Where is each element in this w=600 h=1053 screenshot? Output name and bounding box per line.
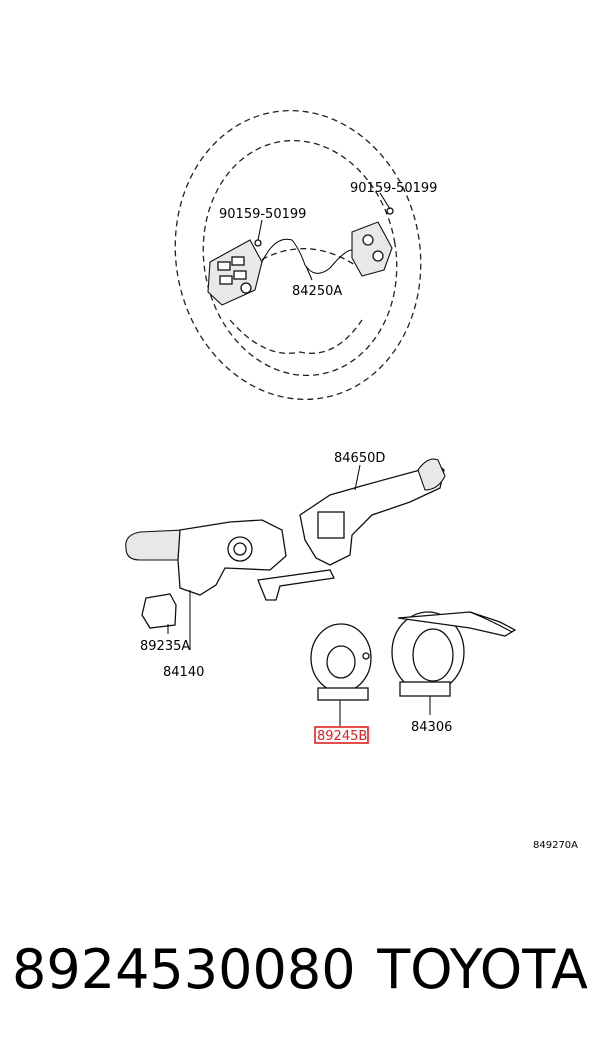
wiper-switch-illustration (257, 458, 446, 601)
turn-switch-illustration (125, 519, 287, 650)
steering-wheel-illustration (174, 109, 422, 401)
spiral-cable-illustration (391, 611, 517, 715)
label-spiral-cable: 84306 (411, 720, 452, 735)
steering-sensor-illustration (310, 623, 372, 726)
label-sensor: 89245B (317, 729, 367, 744)
label-bolt-left: 90159-50199 (219, 207, 306, 222)
brand-name: TOYOTA (377, 938, 588, 1001)
label-bolt-right: 90159-50199 (350, 181, 437, 196)
highlight-box (314, 726, 369, 744)
label-turn-switch: 84140 (163, 665, 204, 680)
figure-code: 849270A (533, 840, 578, 851)
label-cruise-switch: 89235A (140, 639, 190, 654)
part-caption: 8924530080 TOYOTA (0, 938, 600, 1008)
part-number: 8924530080 (12, 938, 356, 1001)
label-switch-assy: 84250A (292, 284, 342, 299)
label-wiper-switch: 84650D (334, 451, 385, 466)
